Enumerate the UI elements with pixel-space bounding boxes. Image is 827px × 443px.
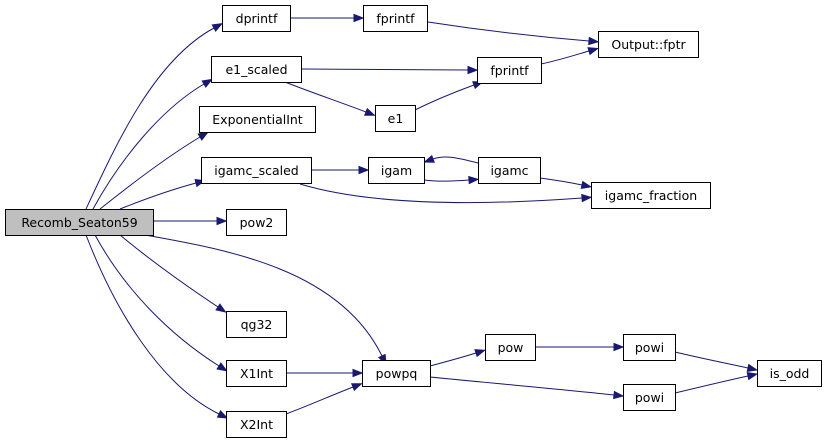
node-qg32[interactable]: qg32 [226,311,287,338]
edge-arrowhead [216,362,228,372]
svg-text:igamc: igamc [490,163,528,178]
edge-igam-to-igamc [423,175,480,185]
nodes-layer: Recomb_Seaton59 dprintf fprintf Output::… [5,5,822,438]
edge-arrowhead [581,193,593,203]
edge-arrowhead [580,180,593,190]
edge-arrowhead [215,303,227,313]
node-igamc-scaled[interactable]: igamc_scaled [201,157,312,184]
edge-arrowhead [201,78,213,88]
node-pow2[interactable]: pow2 [226,209,287,236]
edge-arrowhead [613,390,625,400]
edge-recomb-to-pow2 [150,216,228,226]
edge-fprintf1-to-output_fptr [427,21,600,46]
node-e1-scaled[interactable]: e1_scaled [211,56,302,83]
node-igamc[interactable]: igamc [478,157,541,184]
svg-text:powpq: powpq [376,366,418,381]
edge-e1_scaled-to-e1 [284,81,376,116]
edge-powpq-to-powi2 [429,376,625,400]
svg-text:igam: igam [381,163,412,178]
node-x2int[interactable]: X2Int [226,411,287,438]
node-x1int[interactable]: X1Int [226,360,287,387]
edge-dprintf-to-fprintf1 [290,13,365,23]
edge-powi1-to-is_odd [674,351,759,373]
edge-arrowhead [358,165,370,175]
edge-recomb-to-qg32 [119,234,227,313]
edge-recomb-to-x2int [85,234,229,419]
node-igam[interactable]: igam [368,157,425,184]
node-dprintf[interactable]: dprintf [222,5,291,32]
svg-text:e1_scaled: e1_scaled [225,62,287,77]
edge-arrowhead [216,409,229,419]
edge-e1-to-fprintf2 [414,81,484,111]
edge-arrowhead [353,13,365,23]
edge-recomb-to-dprintf [85,23,224,210]
node-fprintf-2[interactable]: fprintf [477,57,542,84]
svg-text:pow2: pow2 [240,215,274,230]
edge-recomb-to-exponentialint [99,131,209,210]
svg-text:fprintf: fprintf [490,63,529,78]
node-powpq[interactable]: powpq [362,360,431,387]
svg-text:Output::fptr: Output::fptr [611,37,686,52]
edge-x1int-to-powpq [286,368,364,378]
edge-pow-to-powi1 [535,342,625,352]
svg-text:e1: e1 [388,111,404,126]
edge-arrowhead [352,368,364,378]
edge-arrowhead [211,23,224,32]
edge-arrowhead [746,371,759,381]
svg-text:igamc_fraction: igamc_fraction [605,188,697,203]
edge-arrowhead [468,175,480,185]
svg-text:is_odd: is_odd [770,366,810,381]
node-is-odd[interactable]: is_odd [757,360,822,387]
edge-recomb-to-x1int [94,234,228,372]
svg-text:X2Int: X2Int [240,417,273,432]
edge-arrowhead [588,36,600,46]
edge-x2int-to-powpq [285,383,363,415]
node-fprintf-1[interactable]: fprintf [363,5,428,32]
edge-powpq-to-pow [429,349,486,367]
edge-e1_scaled-to-fprintf2 [301,65,479,75]
svg-text:X1Int: X1Int [240,366,273,381]
node-powi-2[interactable]: powi [623,384,676,411]
svg-text:powi: powi [635,390,664,405]
node-pow[interactable]: pow [485,334,536,361]
edges-layer [85,13,759,419]
edge-arrowhead [746,363,759,373]
svg-text:pow: pow [498,340,524,355]
edge-igamc_scaled-to-igam [312,165,370,175]
node-output-fptr[interactable]: Output::fptr [598,31,699,58]
edge-arrowhead [364,107,376,116]
edge-recomb-to-powpq [144,234,387,366]
edge-arrowhead [474,349,486,358]
edge-igamc-to-igamc_fraction [539,177,593,190]
svg-text:igamc_scaled: igamc_scaled [214,163,299,178]
node-recomb-seaton59[interactable]: Recomb_Seaton59 [5,209,154,236]
node-powi-1[interactable]: powi [623,334,676,361]
edge-arrowhead [613,342,625,352]
edge-recomb-to-e1_scaled [92,78,213,210]
svg-text:dprintf: dprintf [236,11,278,26]
svg-text:Recomb_Seaton59: Recomb_Seaton59 [21,215,137,230]
svg-text:powi: powi [635,340,664,355]
edge-igamc_scaled-to-igamc_fraction [299,183,593,204]
edge-arrowhead [350,383,363,392]
node-igamc-fraction[interactable]: igamc_fraction [591,182,711,209]
edge-fprintf2-to-output_fptr [540,47,599,65]
edge-arrowhead [467,65,479,75]
svg-text:ExponentialInt: ExponentialInt [212,112,303,127]
svg-text:qg32: qg32 [241,317,273,332]
edge-igamc-to-igam [423,154,479,164]
svg-text:fprintf: fprintf [376,11,415,26]
edge-arrowhead [216,216,228,226]
edge-arrowhead [423,154,435,163]
edge-powi2-to-is_odd [674,371,759,394]
edge-arrowhead [587,47,599,56]
node-e1[interactable]: e1 [375,105,416,132]
node-exponentialint[interactable]: ExponentialInt [199,106,316,133]
edge-arrowhead [197,131,209,141]
